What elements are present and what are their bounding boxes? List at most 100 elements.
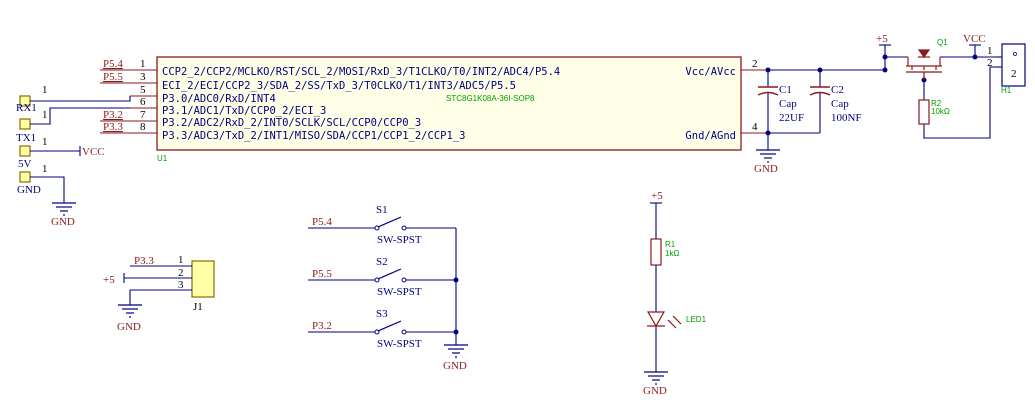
u1-pin5-function: P3.0/ADC0/RxD/INT4 <box>162 93 276 105</box>
ground-icon <box>51 202 77 216</box>
j1-pin2: 2 <box>178 267 184 279</box>
net-label-p5-5: P5.5 <box>103 71 123 83</box>
j1-wires <box>123 265 192 305</box>
resistor-r1[interactable]: R1 1kΩ <box>650 238 679 266</box>
switch-s3[interactable]: S3 SW-SPST P3.2 <box>312 308 422 350</box>
net-label-p3-2: P3.2 <box>103 109 123 121</box>
mosfet-wires <box>879 44 995 139</box>
h1-pin2-marking: 2 <box>1011 68 1017 80</box>
net-label-p5-4: P5.4 <box>103 58 123 70</box>
c1-type: Cap <box>779 98 797 110</box>
j1-net-p3-3: P3.3 <box>134 255 154 267</box>
ground-icon <box>643 371 669 385</box>
u1-pin3-number: 3 <box>140 71 146 83</box>
c2-designator: C2 <box>831 84 844 96</box>
u1-pin7-function: P3.2/ADC2/RxD_2/INT0/SCLK/SCL/CCP0/CCP0_… <box>162 117 421 129</box>
c2-value: 100NF <box>831 112 862 124</box>
switch-s1[interactable]: S1 SW-SPST P5.4 <box>312 204 422 246</box>
switch-s2[interactable]: S2 SW-SPST P5.5 <box>312 256 422 298</box>
mosfet-junction-dots <box>882 54 978 83</box>
plus5-label-led: +5 <box>651 190 663 202</box>
s3-type: SW-SPST <box>377 338 422 350</box>
s2-designator: S2 <box>376 256 388 268</box>
led1-designator: LED1 <box>686 315 707 324</box>
u1-pin1-function: CCP2_2/CCP2/MCLKO/RST/SCL_2/MOSI/RxD_3/T… <box>162 66 560 78</box>
u1-model: STC8G1K08A-36I-SOP8 <box>446 94 535 103</box>
port-rx1-pin: 1 <box>42 84 48 96</box>
port-gnd-label: GND <box>17 184 41 196</box>
c1-designator: C1 <box>779 84 792 96</box>
r1-designator: R1 <box>665 240 676 249</box>
ground-icon <box>755 149 781 163</box>
net-label-p3-3: P3.3 <box>103 121 123 133</box>
u1-pin5-number: 5 <box>140 84 146 96</box>
led-1[interactable]: LED1 <box>646 311 707 329</box>
c1-value: 22UF <box>779 112 804 124</box>
r2-value: 10kΩ <box>931 107 950 116</box>
h1-designator: H1 <box>1001 86 1012 95</box>
h1-pin1: 1 <box>987 45 993 57</box>
s3-net: P3.2 <box>312 320 332 332</box>
j1-pin3: 3 <box>178 279 184 291</box>
mcu-u1[interactable]: CCP2_2/CCP2/MCLKO/RST/SCL_2/MOSI/RxD_3/T… <box>156 56 742 163</box>
s1-net: P5.4 <box>312 216 332 228</box>
gnd-label-ports: GND <box>51 216 75 228</box>
port-gnd-pin: 1 <box>42 163 48 175</box>
h1-pin2: 2 <box>987 57 993 69</box>
u1-designator: U1 <box>157 154 168 163</box>
c2-type: Cap <box>831 98 849 110</box>
gnd-label-j1: GND <box>117 321 141 333</box>
j1-designator: J1 <box>193 301 203 313</box>
ground-icon <box>443 344 469 358</box>
u1-left-leads <box>100 69 157 134</box>
s2-type: SW-SPST <box>377 286 422 298</box>
junction-dots <box>765 67 888 136</box>
s1-designator: S1 <box>376 204 388 216</box>
connector-j1[interactable]: J1 <box>191 260 215 313</box>
port-5v[interactable]: 5V 1 <box>18 136 48 170</box>
capacitor-c1[interactable]: C1 Cap 22UF <box>757 84 804 124</box>
led-wires <box>650 202 662 372</box>
switch-junction-dots <box>453 277 459 335</box>
gnd-label-led: GND <box>643 385 667 397</box>
port-gnd[interactable]: GND 1 <box>17 163 48 196</box>
resistor-r2[interactable]: R2 10kΩ <box>918 99 950 125</box>
gnd-label-caps: GND <box>754 163 778 175</box>
u1-pin3-function: ECI_2/ECI/CCP2_3/SDA_2/SS/TxD_3/T0CLKO/T… <box>162 80 516 92</box>
net-vcc-tx: VCC <box>82 146 105 158</box>
switch-wires <box>308 227 457 345</box>
u1-right-leads <box>741 69 768 134</box>
port-tx1-pin: 1 <box>42 109 48 121</box>
gnd-label-switches: GND <box>443 360 467 372</box>
r2-designator: R2 <box>931 99 942 108</box>
q1-designator: Q1 <box>937 38 948 47</box>
port-tx1-label: TX1 <box>16 132 36 144</box>
s1-type: SW-SPST <box>377 234 422 246</box>
ground-icon <box>117 304 143 318</box>
r1-value: 1kΩ <box>665 249 679 258</box>
u1-pin8-function: P3.3/ADC3/TxD_2/INT1/MISO/SDA/CCP1/CCP1_… <box>162 130 465 142</box>
u1-pin7-number: 7 <box>140 109 146 121</box>
port-rx1-label: RX1 <box>16 102 37 114</box>
vcc-label-top: VCC <box>963 33 986 45</box>
u1-pin2-function: Vcc/AVcc <box>685 66 736 78</box>
port-wires <box>30 96 131 203</box>
u1-pin8-number: 8 <box>140 121 146 133</box>
u1-pin6-number: 6 <box>140 96 146 108</box>
j1-pin1: 1 <box>178 254 184 266</box>
u1-pin4-function: Gnd/AGnd <box>685 130 736 142</box>
u1-pin6-function: P3.1/ADC1/TxD/CCP0_2/ECI_3 <box>162 105 326 117</box>
port-5v-pin: 1 <box>42 136 48 148</box>
u1-pin4-number: 4 <box>752 121 758 133</box>
s3-designator: S3 <box>376 308 388 320</box>
u1-pin1-number: 1 <box>140 58 146 70</box>
capacitor-c2[interactable]: C2 Cap 100NF <box>809 84 862 124</box>
header-h1[interactable]: 1 2 2 H1 <box>987 43 1026 95</box>
mosfet-q1[interactable] <box>906 49 942 80</box>
u1-pin2-number: 2 <box>752 58 758 70</box>
plus5-label-top: +5 <box>876 33 888 45</box>
j1-net-plus5: +5 <box>103 274 115 286</box>
s2-net: P5.5 <box>312 268 332 280</box>
port-5v-label: 5V <box>18 158 32 170</box>
